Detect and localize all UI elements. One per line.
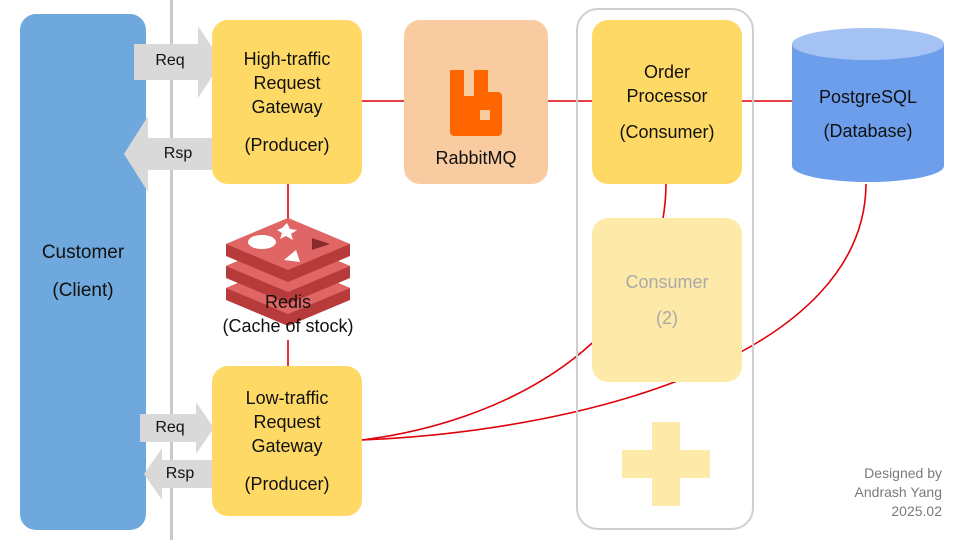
client-server-divider [170, 0, 173, 540]
rabbitmq-box: RabbitMQ [404, 20, 548, 184]
rabbitmq-label: RabbitMQ [435, 148, 517, 168]
database-role: (Database) [823, 121, 913, 141]
consumer-2-count: (2) [656, 308, 678, 328]
low-gateway-line2: Request [253, 412, 321, 432]
consumer-2-title: Consumer [625, 272, 709, 292]
req-label-low: Req [155, 419, 185, 436]
high-gateway-line2: Request [253, 73, 321, 93]
rabbitmq-logo-icon [450, 70, 502, 136]
order-processor-box: Order Processor (Consumer) [592, 20, 742, 184]
client-title: Customer [41, 242, 125, 263]
high-gateway-line1: High-traffic [243, 49, 331, 69]
add-consumer-plus-icon-bar [622, 450, 710, 478]
database-label: PostgreSQL (Database) [792, 80, 944, 148]
redis-label: Redis (Cache of stock) [198, 290, 378, 338]
req-arrow-high [134, 26, 222, 98]
low-gateway-line1: Low-traffic [245, 388, 329, 408]
redis-title: Redis [264, 292, 312, 312]
database-icon [792, 44, 944, 182]
credit-line3: 2025.02 [891, 503, 942, 519]
client-box: Customer (Client) [20, 14, 146, 530]
redis-logo-icon [226, 218, 350, 326]
rsp-arrow-low [144, 448, 212, 500]
credit-line2: Andrash Yang [854, 484, 942, 500]
high-gateway-role: (Producer) [244, 135, 330, 155]
database-top [792, 28, 944, 60]
high-traffic-gateway: High-traffic Request Gateway (Producer) [212, 20, 362, 184]
credit: Designed by Andrash Yang 2025.02 [800, 464, 942, 521]
low-traffic-gateway: Low-traffic Request Gateway (Producer) [212, 366, 362, 516]
credit-line1: Designed by [864, 465, 942, 481]
rsp-arrow-high [124, 116, 212, 192]
rsp-label-high: Rsp [163, 145, 193, 162]
consumer-line2: Processor [626, 86, 708, 106]
consumer-role: (Consumer) [619, 122, 715, 142]
consumer-2-box: Consumer (2) [592, 218, 742, 382]
req-arrow-low [140, 402, 214, 454]
client-subtitle: (Client) [52, 280, 114, 301]
consumer-group [576, 8, 754, 530]
low-gateway-role: (Producer) [244, 474, 330, 494]
consumer-line1: Order [643, 62, 690, 82]
database-title: PostgreSQL [818, 87, 918, 107]
rsp-label-low: Rsp [165, 465, 195, 482]
low-gateway-line3: Gateway [251, 436, 323, 456]
req-label-high: Req [155, 52, 185, 69]
redis-role: (Cache of stock) [222, 316, 354, 336]
high-gateway-line3: Gateway [251, 97, 323, 117]
